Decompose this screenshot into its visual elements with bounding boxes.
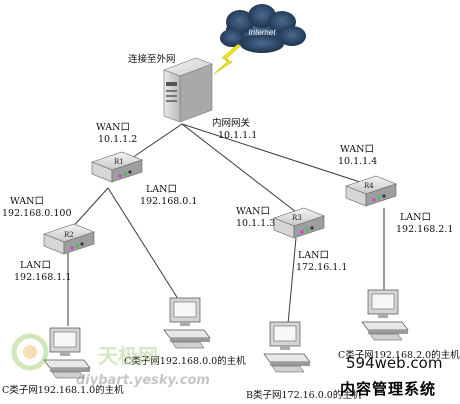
cloud-label: Internet [248,28,276,37]
r4-wan-ip: 10.1.1.4 [338,156,378,167]
link-gateway-r4 [181,123,361,183]
r4-lan-label: LAN口 [400,212,431,223]
host-4-label: C类子网192.168.2.0的主机 [338,350,460,361]
r1-wan-ip: 10.1.1.2 [98,134,138,145]
connection-lines [67,123,385,326]
host-computer-3-icon [263,321,311,373]
router-r1-name: R1 [114,158,124,166]
router-r3-icon [273,207,325,239]
logo-watermark-text: 天极网 [98,344,158,368]
link-r3-host3 [287,237,297,325]
gateway-caption: 连接至外网 [128,54,176,65]
r1-wan-label: WAN口 [96,122,130,133]
r3-wan-ip: 10.1.1.3 [236,218,276,229]
router-r4-name: R4 [364,182,374,190]
gateway-ip: 10.1.1.1 [218,130,258,141]
r4-lan-ip: 192.168.2.1 [396,224,454,235]
host-computer-1-icon [43,327,91,379]
yesky-logo-watermark-icon [11,333,49,371]
r1-lan-label: LAN口 [146,184,177,195]
r3-wan-label: WAN口 [236,206,270,217]
host-1-label: C类子网192.168.1.0的主机 [2,385,124,396]
link-r1-host2 [107,187,181,303]
internet-cloud-icon: Internet [220,4,306,53]
lightning-bolt-icon [213,43,241,75]
r2-wan-ip: 192.168.0.100 [2,208,72,219]
gateway-label: 内网网关 [212,118,251,129]
link-r1-r2 [69,187,109,231]
router-r4-icon [345,175,397,207]
r3-lan-ip: 172.16.1.1 [296,262,348,273]
r4-wan-label: WAN口 [340,144,374,155]
r3-lan-label: LAN口 [298,250,329,261]
r2-lan-label: LAN口 [20,260,51,271]
r1-lan-ip: 192.168.0.1 [140,196,198,207]
host-computer-2-icon [163,297,211,349]
logo-watermark-url: diybart.yesky.com [76,373,210,388]
r2-wan-label: WAN口 [10,196,44,207]
router-r1-icon [91,151,143,183]
host-3-label: B类子网172.16.0.0的主机 [246,390,362,401]
link-gateway-r1 [125,123,183,163]
router-r2-icon [43,223,95,255]
site-watermark: 594web.com [346,354,443,372]
r2-lan-ip: 192.168.1.1 [14,272,72,283]
host-computer-4-icon [361,289,409,341]
router-r3-name: R3 [292,214,302,222]
host-2-label: C类子网192.168.0.0的主机 [124,356,246,367]
router-r2-name: R2 [64,231,74,239]
site-watermark-cn: 内容管理系统 [340,380,437,398]
gateway-server-icon [163,57,213,123]
link-gateway-r3 [181,123,297,213]
